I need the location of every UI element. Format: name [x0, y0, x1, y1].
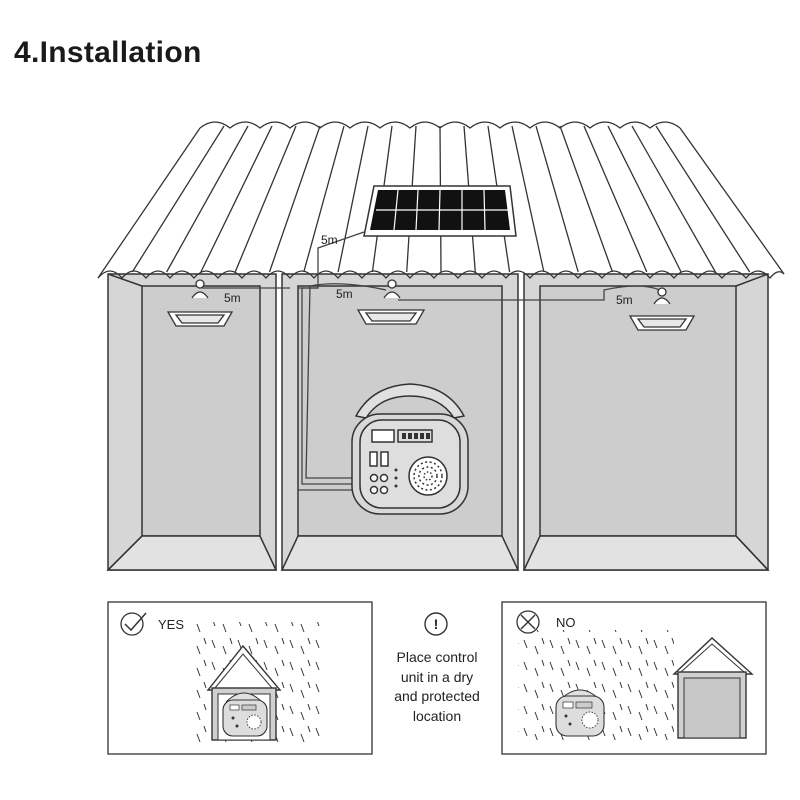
note-line: unit in a dry [400, 668, 474, 685]
roof-ridge [655, 125, 751, 273]
check-icon [120, 612, 144, 636]
roof-ridge [607, 125, 682, 273]
roof-ridge [583, 125, 648, 273]
roof-ridge [535, 125, 579, 273]
roof-ridge [303, 125, 345, 273]
cable-routing [202, 231, 661, 491]
page-title: 4.Installation [14, 36, 202, 69]
corrugated-roof [97, 121, 785, 280]
note-line: and protected [394, 688, 480, 704]
no-label: NO [556, 615, 576, 630]
roof-ridge [200, 125, 273, 273]
roof-ridge [131, 125, 225, 273]
cable-length-label: 5m [616, 293, 633, 307]
pendant-lamp-left [166, 279, 234, 327]
roof-ridge [268, 125, 321, 273]
warning-symbol: ! [434, 616, 439, 632]
yes-label: YES [158, 617, 184, 632]
no-panel [501, 601, 767, 755]
roof-ridge [234, 125, 297, 273]
roof-ridge [337, 125, 369, 273]
control-unit [351, 383, 469, 515]
yes-panel [107, 601, 373, 755]
roof-ridge [166, 125, 249, 273]
placement-note: Place control unit in a dry and protecte… [372, 648, 502, 726]
solar-panel [363, 185, 517, 237]
note-line: location [412, 707, 462, 724]
cable-length-label: 5m [336, 287, 353, 301]
pendant-lamp-center [356, 279, 426, 325]
roof-ridge [631, 125, 716, 273]
roof-ridge [511, 125, 545, 273]
warning-icon [424, 612, 448, 636]
roof-ridge [559, 125, 614, 273]
note-line: Place control [396, 649, 478, 665]
pendant-lamp-right [628, 287, 696, 331]
cable-length-label: 5m [224, 291, 241, 305]
cable-length-label: 5m [321, 233, 338, 247]
